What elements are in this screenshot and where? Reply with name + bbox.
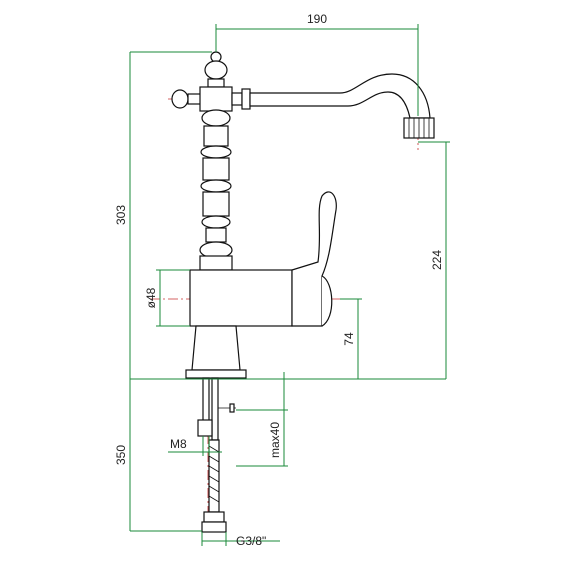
faucet-outline	[171, 51, 435, 533]
hose-length-label: 350	[114, 445, 128, 465]
stud-thread-label: M8	[170, 437, 187, 451]
spout-height-label: 224	[430, 250, 444, 270]
dimension-lines	[129, 24, 450, 546]
max-deck-label: max40	[268, 422, 282, 458]
spout-reach-label: 190	[307, 12, 327, 26]
body-diameter-label: ø48	[144, 287, 158, 308]
lever-height-label: 74	[342, 332, 356, 346]
total-height-label: 303	[114, 205, 128, 225]
hose-thread-label: G3/8"	[236, 534, 266, 548]
